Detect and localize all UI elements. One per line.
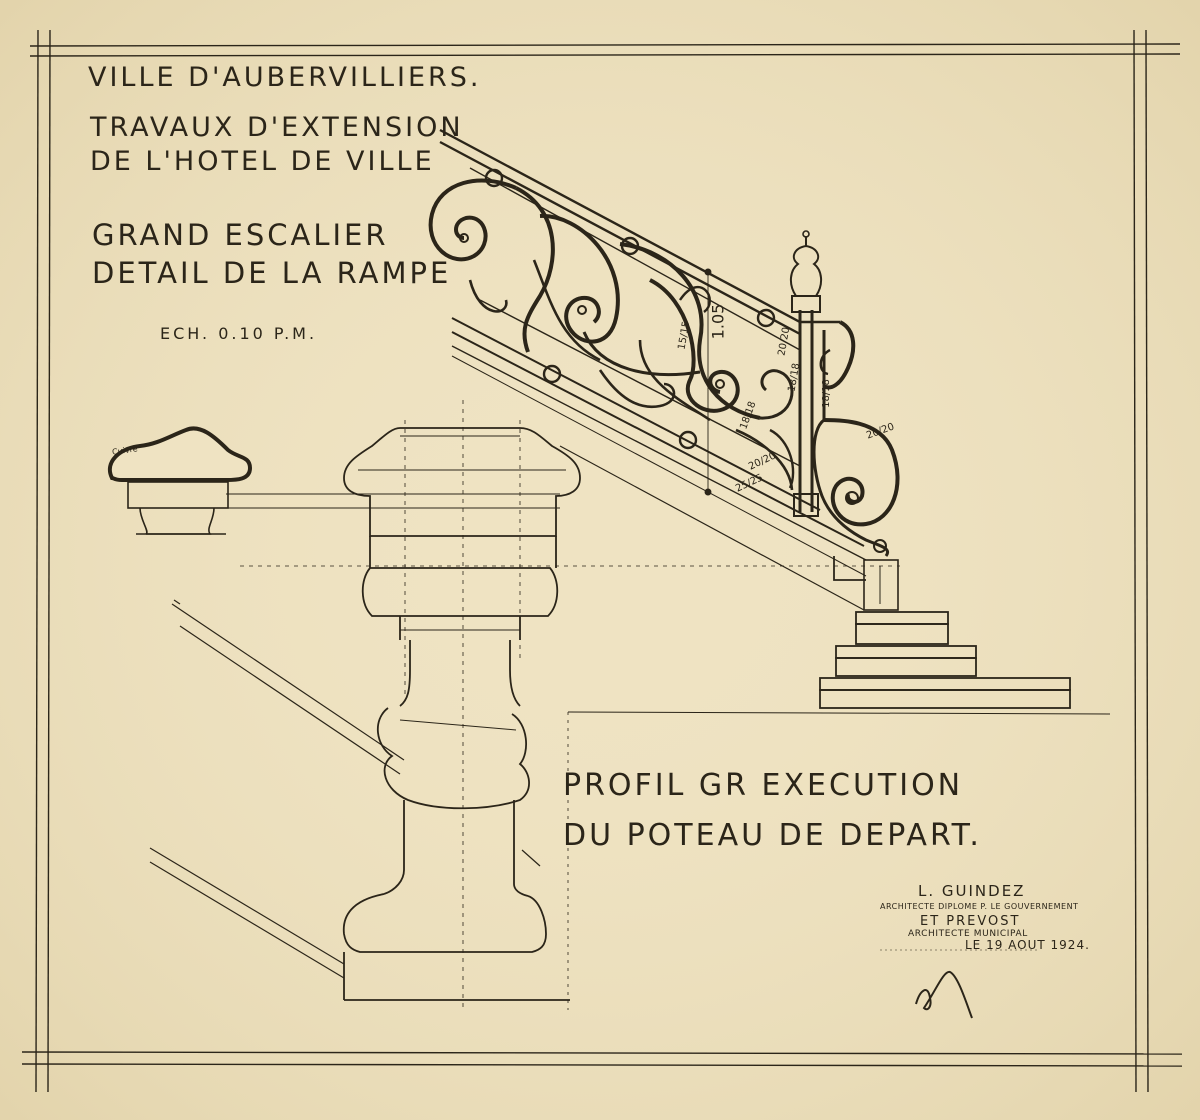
dimension-height: 1.05 [708,303,728,340]
architect-name: L. Guindez [918,882,1026,900]
profile-caption-line2: du Poteau de Depart. [563,818,982,853]
construction-lines [240,400,900,1010]
architect-title: Architecte Diplome p. le Gouvernement [880,902,1079,911]
stair-stringer [149,599,541,979]
handrail-profile [108,426,560,535]
dimension-lines [704,268,712,496]
drawing-date: le 19 Aout 1924. [965,938,1090,952]
subject-title-line2: Detail de la Rampe [92,256,452,290]
scale-label: Ech. 0.10 p.M. [160,324,318,343]
partner-name: et Prevost [920,914,1021,929]
iron-railing [428,128,900,611]
signature-mark [915,970,973,1019]
profile-caption-line1: Profil Gr Execution [563,768,964,803]
dimension-18-18-c: 18/18 [820,379,832,408]
city-title: Ville d'Aubervilliers. [88,62,482,93]
frame-border [21,29,1183,1093]
newel-post-profile [342,427,581,1001]
partner-title: Architecte Municipal [908,929,1028,939]
works-title-line2: de l'Hotel de Ville [90,146,435,177]
subject-title-line1: Grand Escalier [92,218,389,252]
stair-steps [567,556,1111,1010]
works-title-line1: Travaux d'Extension [90,112,464,143]
